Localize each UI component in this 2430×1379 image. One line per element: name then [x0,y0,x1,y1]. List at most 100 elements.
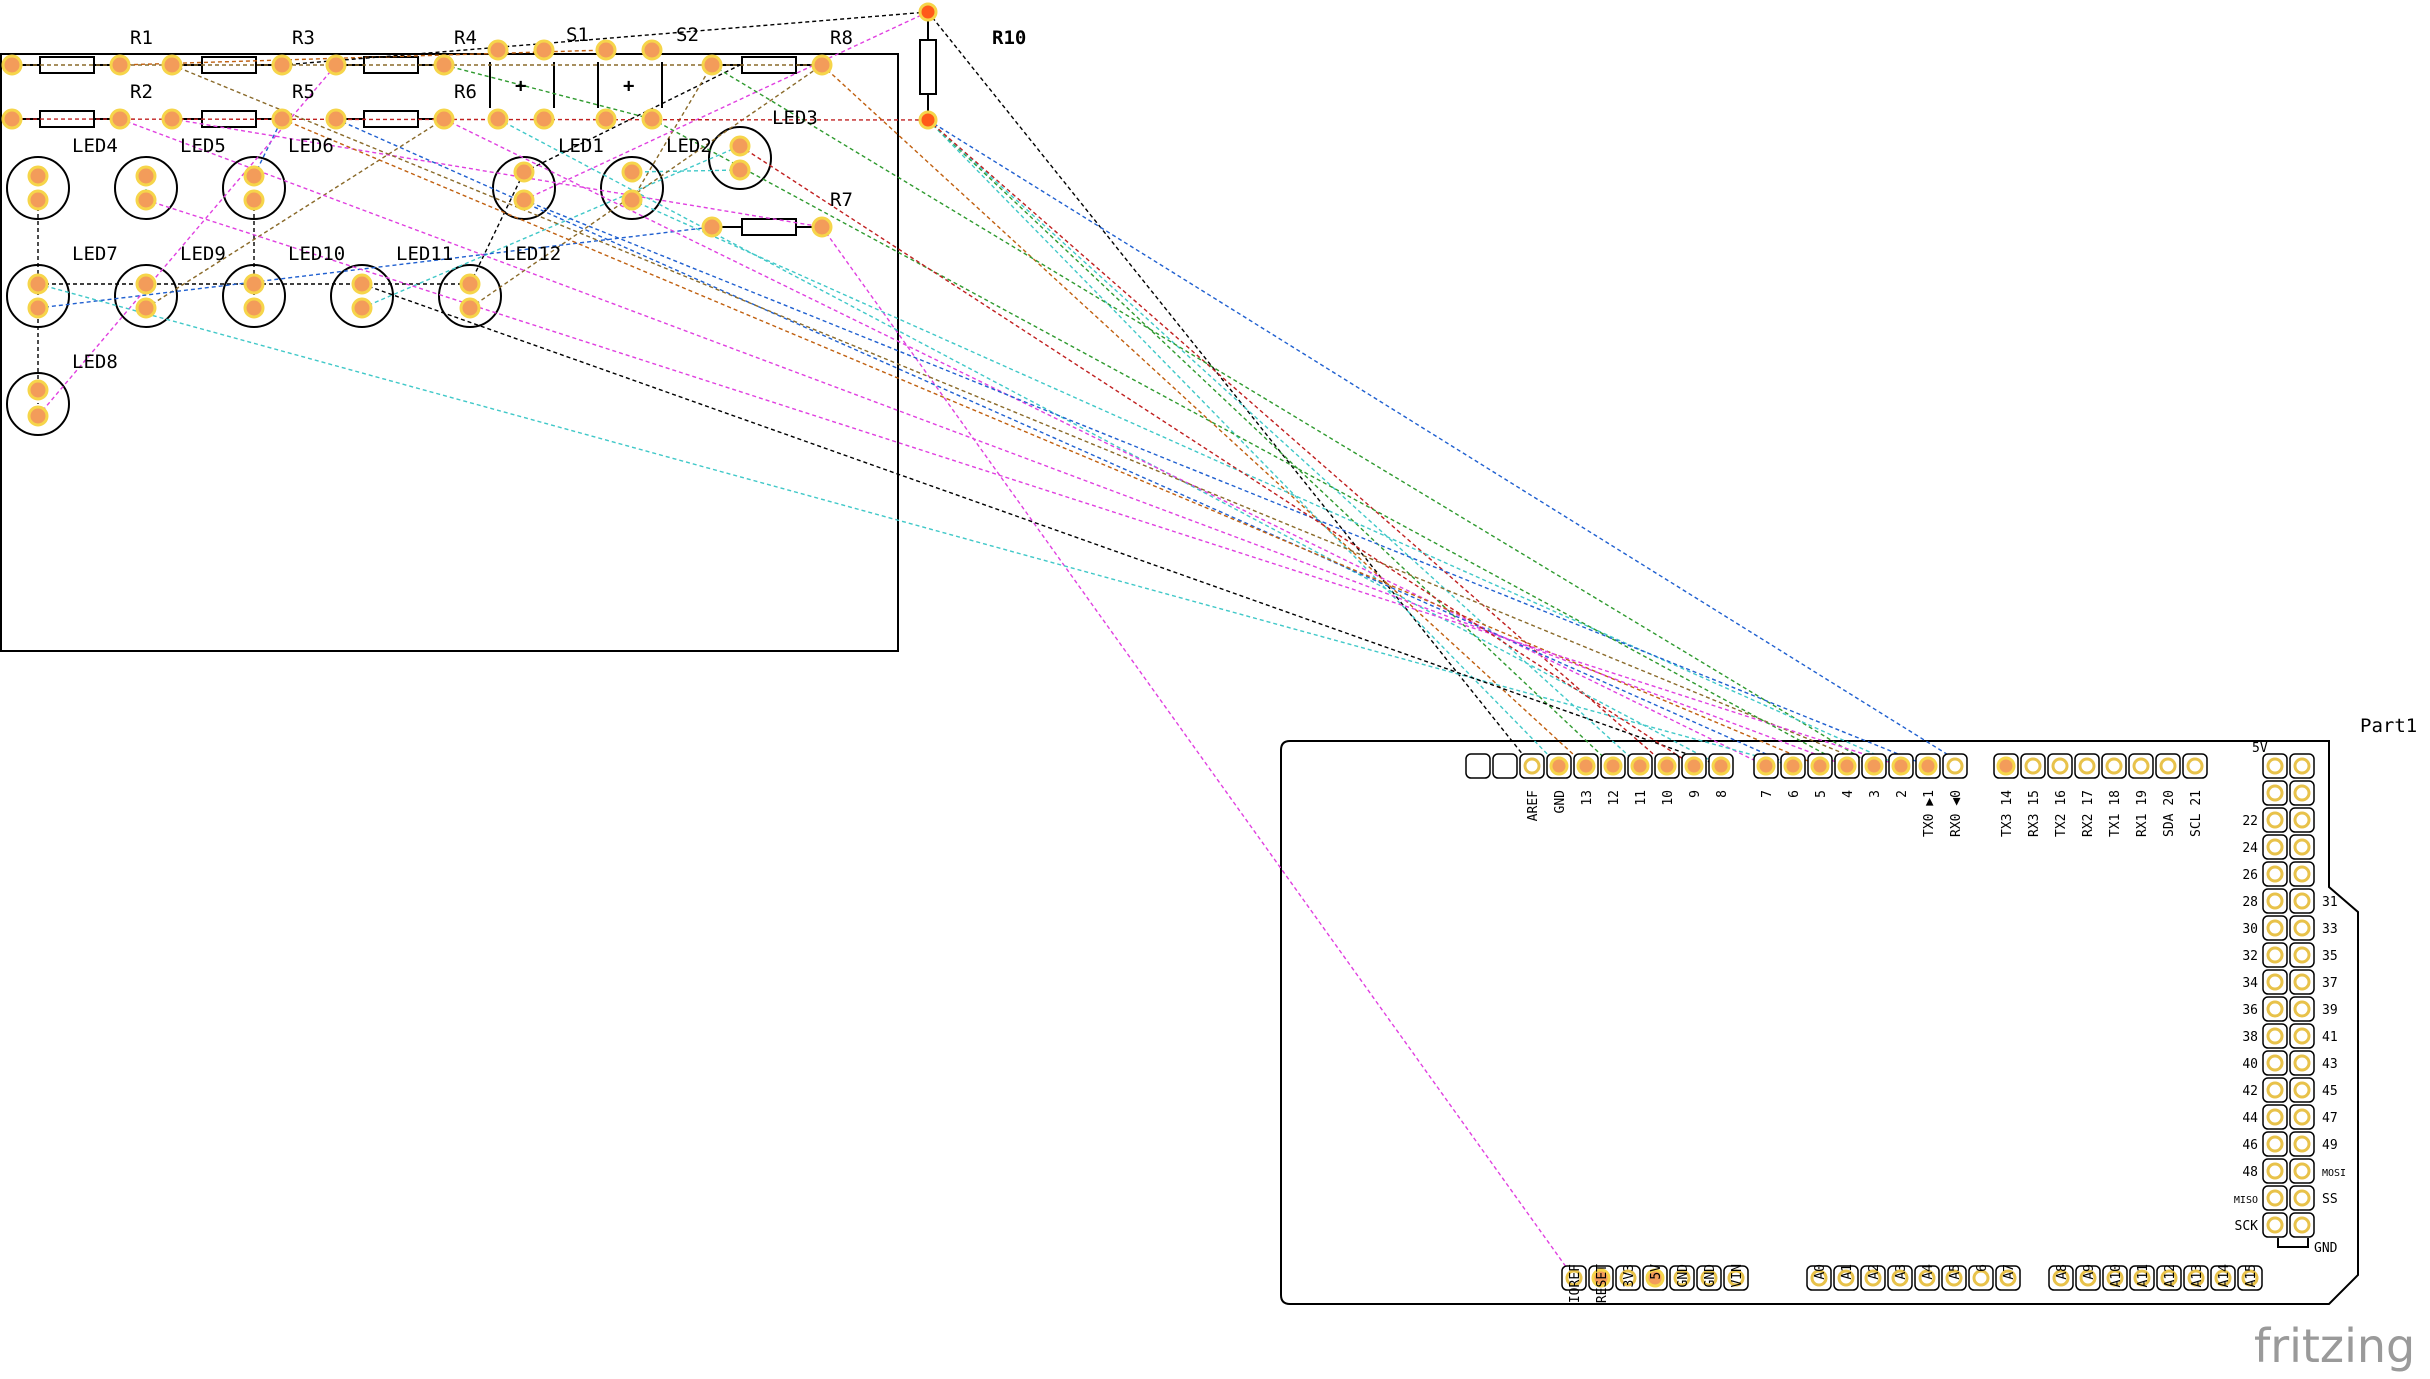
pin-ring [2051,757,2069,775]
pin-active [1630,756,1650,776]
pin-label: SS [2322,1192,2338,1207]
pin-label: 37 [2322,976,2338,991]
pcb-pads [1,2,938,427]
pin-ring [1673,1269,1691,1287]
ratsnest-wire [335,118,1794,767]
pin-label: 42 [2242,1084,2258,1099]
pin-ring [2293,1216,2311,1234]
pad [27,189,49,211]
pin-active [1711,756,1731,776]
pin-ring [2159,757,2177,775]
pad [161,108,183,130]
pin-label: TX3 14 [2000,790,2015,837]
pad [729,159,751,181]
pin-label: 12 [1607,790,1622,806]
pin-label: 45 [2322,1084,2338,1099]
pin-label: AREF [1526,790,1541,821]
pin-active [1783,756,1803,776]
pad [513,161,535,183]
switch-s1-plus: + [515,75,526,97]
label-led11: LED11 [396,243,453,265]
pin-active [1603,756,1623,776]
ratsnest-wire [145,199,1902,767]
pin-label: 4 [1841,790,1856,798]
pin-label: MISO [2234,1195,2258,1206]
ratsnest-wire [281,118,1821,767]
header-pin [1465,753,1491,779]
pin-label: A8 [2055,1264,2070,1280]
ratsnest-wire [443,118,1767,767]
pad [1,108,23,130]
pin-ring [2186,757,2204,775]
pin-ring [2078,757,2096,775]
pin-label: 3V3 [1622,1264,1637,1287]
pin-ring [2266,865,2284,883]
pin-ring [2293,1000,2311,1018]
pin-ring [2266,784,2284,802]
pin-label: 41 [2322,1030,2338,1045]
pin-active [1756,756,1776,776]
pad [459,297,481,319]
fritzing-logo: fritzing [2254,1319,2415,1373]
pin-ring [2293,865,2311,883]
pin-label: 28 [2242,895,2258,910]
pad [161,54,183,76]
ratsnest-wires [11,11,1967,1279]
pad [271,54,293,76]
pin-ring [2266,919,2284,937]
pad [135,297,157,319]
pin-ring [2293,1189,2311,1207]
ratsnest-wire [361,145,741,309]
pad [135,273,157,295]
label-r8: R8 [830,27,853,49]
pad [27,405,49,427]
pin-label: 6 [1975,1264,1990,1272]
pin-label: SDA 20 [2162,790,2177,837]
pin-active [1576,756,1596,776]
ratsnest-wire [171,64,1875,767]
label-r7: R7 [830,189,853,211]
ratsnest-wire [281,11,929,66]
pad [641,39,663,61]
pin-ring [2266,1054,2284,1072]
label-led9: LED9 [180,243,226,265]
gnd-bracket [2277,1238,2309,1248]
ratsnest-wire [821,64,1587,767]
pin-ring [2293,838,2311,856]
pad [243,165,265,187]
label-r6: R6 [454,81,477,103]
label-led10: LED10 [288,243,345,265]
pin-ring [2266,1135,2284,1153]
pad [595,39,617,61]
ratsnest-wire [631,64,713,201]
pin-label: 43 [2322,1057,2338,1072]
pad [135,165,157,187]
label-r2: R2 [130,81,153,103]
pad [433,108,455,130]
ratsnest-wire [37,283,1794,767]
switch-s2-plus: + [623,75,634,97]
pin-label: TX0 ▶1 [1922,790,1937,837]
pin-ring [2266,1027,2284,1045]
ratsnest-wire [739,145,1695,767]
pcb-labels: R1 R3 R4 S1 S2 R8 R10 R2 R5 R6 LED3 LED4… [72,24,1026,373]
pin-label: A2 [1867,1264,1882,1280]
pin-ring [1972,1269,1990,1287]
pad [135,189,157,211]
pin-ring [2105,757,2123,775]
pin-label: 5V [1649,1264,1664,1280]
pin-ring [2241,1269,2259,1287]
pad [109,108,131,130]
pin-label: 33 [2322,922,2338,937]
pin-ring [2266,946,2284,964]
pin-label: SCL 21 [2189,790,2204,837]
pin-label: 49 [2322,1138,2338,1153]
pin-active [1591,1268,1611,1288]
ratsnest-wire [821,226,1575,1279]
pin-label: A9 [2082,1264,2097,1280]
label-r5: R5 [292,81,315,103]
ratsnest-wire [253,118,283,177]
ratsnest-wire [631,199,1902,767]
pin-label: TX2 16 [2054,790,2069,837]
